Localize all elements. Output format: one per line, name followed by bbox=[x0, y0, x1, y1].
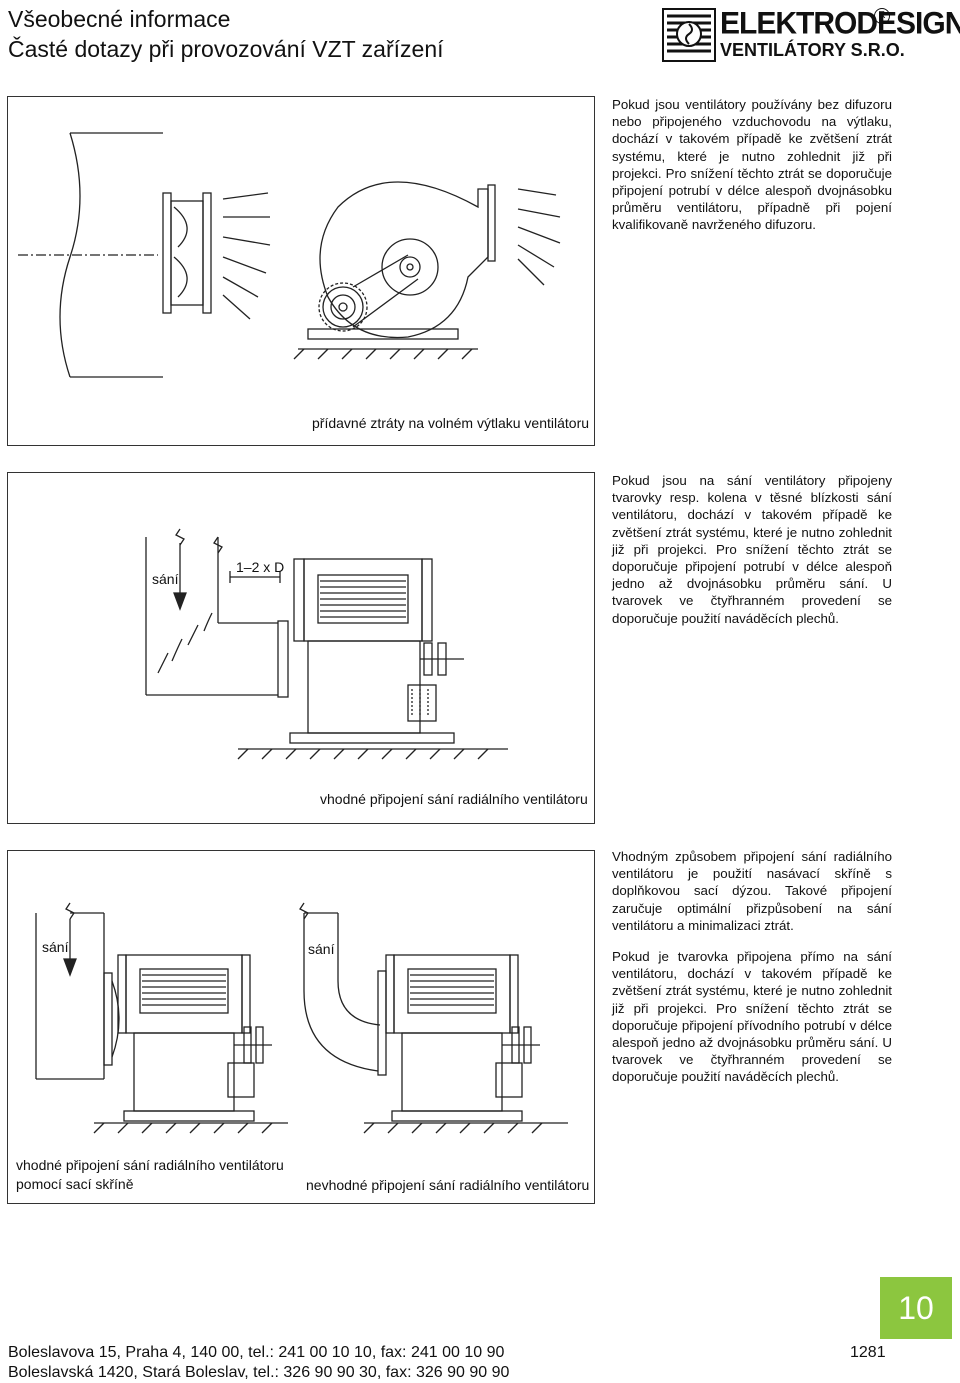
text-intake-suitable: Pokud jsou na sání ventilátory připojeny… bbox=[612, 473, 892, 626]
diagram-free-outlet: přídavné ztráty na volném výtlaku ventil… bbox=[7, 96, 595, 446]
registered-mark: R bbox=[874, 8, 890, 24]
logo-name: ELEKTRODESIGN bbox=[720, 6, 960, 41]
page-number: 1281 bbox=[850, 1344, 886, 1361]
caption-free-outlet: přídavné ztráty na volném výtlaku ventil… bbox=[312, 415, 590, 431]
intake-box-drawing bbox=[35, 902, 568, 1134]
diagram-intake-box: sání sání vhodné připojení sání radiální… bbox=[7, 850, 595, 1204]
free-outlet-drawing bbox=[18, 132, 561, 378]
text-intake-box: Vhodným způsobem připojení sání radiální… bbox=[612, 849, 892, 933]
label-intake: sání bbox=[152, 571, 179, 587]
caption-intake-suitable: vhodné připojení sání radiálního ventilá… bbox=[320, 791, 588, 807]
text-free-outlet: Pokud jsou ventilátory používány bez dif… bbox=[612, 97, 892, 233]
caption-intake-direct: nevhodné připojení sání radiálního venti… bbox=[306, 1177, 590, 1193]
logo-mark-icon bbox=[662, 8, 716, 62]
footer-address-2: Boleslavská 1420, Stará Boleslav, tel.: … bbox=[8, 1364, 510, 1381]
intake-suitable-drawing bbox=[145, 528, 508, 760]
caption-intake-box: vhodné připojení sání radiálního ventilá… bbox=[16, 1157, 284, 1192]
page-title-line1: Všeobecné informace bbox=[8, 6, 231, 32]
diagram-intake-suitable: sání 1–2 x D vhodné připojení sání radiá… bbox=[7, 472, 595, 824]
page-title-line2: Časté dotazy při provozování VZT zařízen… bbox=[8, 36, 444, 62]
label-intake-left: sání bbox=[42, 939, 69, 955]
chapter-badge: 10 bbox=[880, 1277, 952, 1339]
label-intake-right: sání bbox=[308, 941, 335, 957]
footer-address-1: Boleslavova 15, Praha 4, 140 00, tel.: 2… bbox=[8, 1344, 505, 1361]
logo-subtitle: VENTILÁTORY S.R.O. bbox=[720, 40, 905, 60]
text-intake-direct: Pokud je tvarovka připojena přímo na sán… bbox=[612, 949, 892, 1085]
company-logo: ELEKTRODESIGN VENTILÁTORY S.R.O. R bbox=[662, 6, 960, 64]
label-dimension: 1–2 x D bbox=[236, 559, 285, 575]
